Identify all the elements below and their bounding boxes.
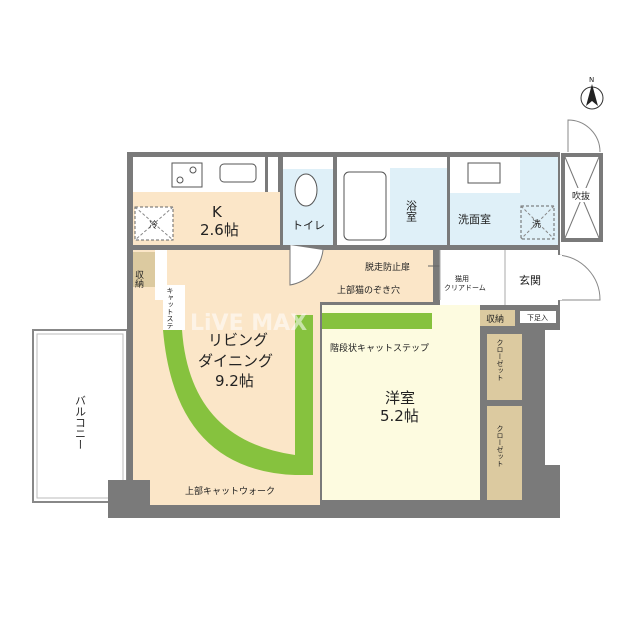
storage-left <box>133 252 155 287</box>
living-size: 9.2帖 <box>215 372 254 390</box>
bedroom-size: 5.2帖 <box>380 407 419 425</box>
stair-cat-step <box>322 313 432 329</box>
svg-text:洗: 洗 <box>532 218 541 230</box>
front-door-swing <box>557 254 601 301</box>
compass-label: N <box>589 76 594 84</box>
compass-north-arrow: N <box>580 76 604 110</box>
washbasin-icon <box>467 162 501 184</box>
shoe-box-label: 下足入 <box>527 314 548 322</box>
cat-walk <box>163 315 313 475</box>
svg-text:冷: 冷 <box>149 219 158 231</box>
bedroom <box>322 305 480 500</box>
watermark: LiVE MAX <box>190 311 307 336</box>
toilet-bowl-icon <box>294 173 318 207</box>
bedroom-label: 洋室 <box>385 389 415 407</box>
closet-1 <box>487 334 522 400</box>
shoe-box <box>520 311 556 323</box>
storage-entry-label: 収納 <box>486 313 504 325</box>
sink-icon <box>219 163 257 183</box>
void-atrium: 吹抜 <box>561 153 603 242</box>
cat-dome-label: 猫用 <box>455 274 469 283</box>
cat-step <box>163 285 185 330</box>
storage-left-label: 収納 <box>133 269 144 289</box>
fridge-icon: 冷 <box>134 206 174 241</box>
washroom-label: 洗面室 <box>458 212 491 226</box>
balcony-label: バルコニー <box>74 395 87 450</box>
bathtub-icon <box>343 171 387 241</box>
living-label-1: リビング <box>208 331 268 349</box>
entrance-label: 玄関 <box>519 273 541 287</box>
toilet-label: トイレ <box>292 219 325 232</box>
kitchen-label: K <box>212 203 223 221</box>
kitchen-size: 2.6帖 <box>200 221 239 239</box>
entrance-hall <box>440 250 558 305</box>
pillar <box>108 480 150 518</box>
stair-cat-step-label: 階段状キャットステップ <box>330 342 429 354</box>
storage-entry <box>480 310 515 326</box>
toilet-door-swing <box>289 245 324 286</box>
cat-step-label: キャットステップ <box>166 287 174 343</box>
svg-text:クリアドーム: クリアドーム <box>444 284 486 292</box>
washer-icon: 洗 <box>520 205 555 240</box>
svg-text:吹抜: 吹抜 <box>572 190 590 202</box>
balcony-door-swing <box>567 119 601 153</box>
peep-hole-label: 上部猫のぞき穴 <box>337 284 400 296</box>
closet-1-label: クローゼット <box>496 339 504 381</box>
stove-icon <box>171 162 203 188</box>
living-label-2: ダイニング <box>198 352 273 370</box>
closet-2-label: クローゼット <box>496 425 504 467</box>
cat-walk-label: 上部キャットウォーク <box>185 485 275 497</box>
balcony: バルコニー <box>32 329 128 503</box>
closet-2 <box>487 406 522 500</box>
escape-door-label: 脱走防止扉 <box>365 261 410 273</box>
bath-label: 浴室 <box>405 200 418 222</box>
